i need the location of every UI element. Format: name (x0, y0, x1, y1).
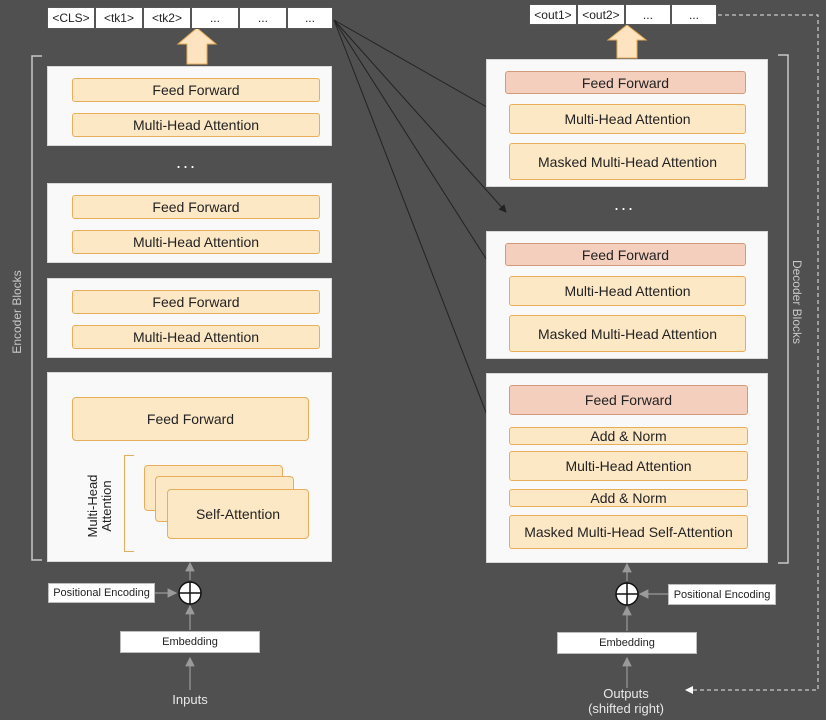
decoder-blocks-label: Decoder Blocks (790, 259, 804, 345)
decoder-outputs-text: Outputs (603, 686, 649, 701)
encoder-token: ... (190, 7, 239, 29)
decoder-outputs-label: Outputs (shifted right) (570, 686, 682, 717)
self-attention: Self-Attention (167, 489, 309, 539)
cross-arrow-4 (333, 19, 508, 465)
encoder-inputs-label: Inputs (172, 692, 208, 707)
cross-arrow-2 (333, 19, 507, 213)
cross-arrow-1 (333, 19, 507, 119)
decoder-output-arrow (606, 24, 648, 59)
decoder-block-mid: Feed Forward Multi-Head Attention Masked… (486, 231, 768, 359)
encoder-stack-ellipsis: ... (176, 152, 198, 172)
feed-forward: Feed Forward (72, 397, 309, 441)
multi-head-attention: Multi-Head Attention (72, 113, 320, 137)
add-norm: Add & Norm (509, 489, 748, 507)
decoder-positional-encoding: Positional Encoding (668, 584, 776, 605)
add-norm: Add & Norm (509, 427, 748, 445)
encoder-output-arrow (176, 27, 218, 65)
dec-add-circle (615, 582, 639, 606)
masked-multi-head-attention: Masked Multi-Head Attention (509, 143, 746, 180)
feed-forward: Feed Forward (509, 385, 748, 415)
multi-head-attention: Multi-Head Attention (72, 230, 320, 254)
encoder-token: ... (286, 7, 333, 29)
multi-head-attention: Multi-Head Attention (509, 276, 746, 306)
multi-head-attention: Multi-Head Attention (509, 451, 748, 481)
decoder-outputs-subtext: (shifted right) (588, 700, 664, 716)
multi-head-label-line-1: Multi-Head (84, 474, 100, 538)
enc-add-circle (178, 581, 202, 605)
encoder-positional-encoding: Positional Encoding (48, 583, 155, 603)
feed-forward: Feed Forward (72, 195, 320, 219)
encoder-block-mid: Feed Forward Multi-Head Attention (47, 183, 332, 263)
encoder-block-top: Feed Forward Multi-Head Attention (47, 66, 332, 146)
multi-head-label-line-2: Attention (99, 480, 114, 532)
encoder-bracket (31, 55, 42, 561)
feed-forward: Feed Forward (505, 71, 746, 94)
decoder-token: ... (624, 4, 671, 25)
cross-arrow-3 (333, 19, 507, 291)
encoder-token: <tk1> (94, 7, 143, 29)
encoder-block-detail: Feed Forward Multi-Head Attention Self-A… (47, 372, 332, 562)
masked-multi-head-attention: Masked Multi-Head Attention (509, 315, 746, 352)
feed-forward: Feed Forward (72, 78, 320, 102)
encoder-token: <CLS> (47, 7, 95, 29)
multi-head-attention: Multi-Head Attention (72, 325, 320, 349)
multi-head-attention-label: Multi-Head Attention (82, 452, 118, 560)
decoder-block-top: Feed Forward Multi-Head Attention Masked… (486, 59, 768, 187)
decoder-block-detail: Feed Forward Add & Norm Multi-Head Atten… (486, 373, 768, 563)
decoder-token: ... (670, 4, 717, 25)
encoder-embedding: Embedding (120, 631, 260, 653)
decoder-token: <out1> (529, 4, 577, 25)
feed-forward: Feed Forward (72, 290, 320, 314)
encoder-token-row: <CLS> <tk1> <tk2> ... ... ... (47, 7, 333, 29)
feed-forward: Feed Forward (505, 243, 746, 266)
attention-heads-bracket (124, 455, 134, 552)
decoder-token-row: <out1> <out2> ... ... (529, 4, 717, 25)
encoder-token: <tk2> (142, 7, 191, 29)
decoder-embedding: Embedding (557, 632, 697, 654)
encoder-block-low: Feed Forward Multi-Head Attention (47, 278, 332, 358)
multi-head-attention: Multi-Head Attention (509, 104, 746, 134)
decoder-stack-ellipsis: ... (614, 194, 636, 214)
encoder-token: ... (238, 7, 287, 29)
shifted-feedback-dashed (685, 14, 819, 694)
decoder-token: <out2> (576, 4, 625, 25)
decoder-bracket (778, 54, 789, 564)
encoder-blocks-label: Encoder Blocks (10, 270, 24, 354)
masked-multi-head-self-attention: Masked Multi-Head Self-Attention (509, 515, 748, 549)
